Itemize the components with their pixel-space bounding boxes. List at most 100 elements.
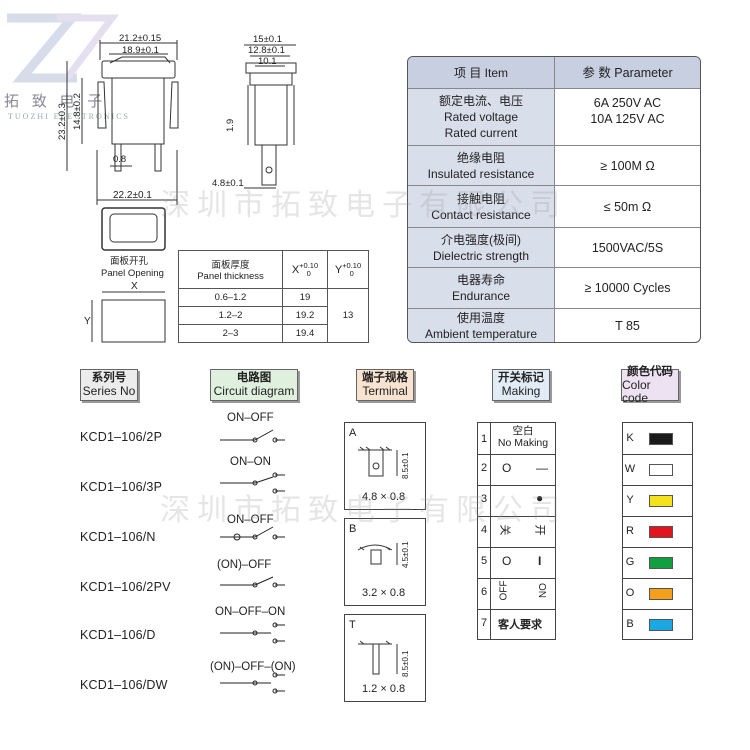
making-num: 3 [480, 493, 488, 505]
logo-mark-icon [7, 13, 119, 83]
panel-opening-en: Panel Opening [101, 268, 164, 279]
series-model: KCD1–106/3P [80, 480, 163, 494]
terminal-height: 8.5±0.1 [401, 452, 410, 479]
dim-text: 12.8±0.1 [248, 45, 285, 56]
circuit-label: (ON)–OFF [217, 559, 271, 571]
dim-text: 0.8 [113, 154, 126, 165]
color-swatch [649, 433, 673, 445]
param-item: 介电强度(极间)Dielectric strength [408, 228, 555, 267]
terminal-box-t [344, 614, 426, 702]
terminal-box-b [344, 518, 426, 606]
making-symbol: ON [536, 583, 547, 598]
dim-text: 23.2±0.3 [57, 103, 68, 140]
making-symbol: 客人要求 [498, 619, 542, 631]
making-num: 4 [480, 524, 488, 536]
color-code-table: K W Y R G O B [622, 422, 693, 640]
color-letter: G [625, 556, 635, 568]
making-symbol: 开 [533, 524, 546, 536]
thickness-cell: 0.6–1.2 [178, 288, 283, 307]
making-symbol: — [536, 461, 548, 475]
color-letter: R [626, 525, 634, 537]
color-swatch [649, 557, 673, 569]
dim-text: 15±0.1 [253, 34, 282, 45]
color-swatch [649, 495, 673, 507]
color-swatch [649, 526, 673, 538]
terminal-id: B [349, 523, 356, 535]
making-symbol: O [502, 554, 512, 568]
dim-text: 10.1 [258, 56, 277, 67]
series-model: KCD1–106/DW [80, 678, 168, 692]
circuit-label: ON–OFF [227, 514, 274, 526]
panel-opening-cn: 面板开孔 [110, 255, 149, 267]
param-value: T 85 [615, 318, 640, 333]
color-letter: B [626, 618, 634, 630]
making-num: 2 [480, 462, 488, 474]
making-symbol: OFF [498, 580, 510, 601]
making-symbol: O [502, 461, 512, 475]
making-num: 5 [480, 555, 488, 567]
dimension-drawing: 21.2±0.15 18.9±0.1 14.8±0.2 23.2±0.3 0.8… [57, 33, 297, 343]
y-label: Y [84, 316, 91, 327]
terminal-size: 4.8 × 0.8 [362, 491, 405, 503]
making-num: 7 [480, 617, 488, 629]
dim-text: 22.2±0.1 [113, 190, 152, 201]
color-swatch [649, 619, 673, 631]
color-swatch [649, 464, 673, 476]
series-model: KCD1–106/N [80, 530, 156, 544]
making-num: 6 [480, 586, 488, 598]
color-letter: Y [626, 494, 634, 506]
param-value: ≥ 100M Ω [600, 158, 655, 173]
terminal-id: T [349, 619, 356, 631]
making-symbol: ● [536, 491, 544, 505]
terminal-box-a [344, 422, 426, 510]
y-cell: 13 [327, 288, 369, 343]
x-cell: 19.4 [282, 324, 328, 343]
thickness-cell: 1.2–2 [178, 306, 283, 325]
circuit-label: ON–OFF–ON [215, 606, 285, 618]
terminal-size: 1.2 × 0.8 [362, 683, 405, 695]
dim-text: 1.9 [225, 119, 236, 132]
param-value: ≤ 50m Ω [603, 199, 652, 214]
dim-text: 4.8±0.1 [212, 178, 244, 189]
x-cell: 19 [282, 288, 328, 307]
making-symbol: I [538, 554, 542, 568]
series-model: KCD1–106/2P [80, 430, 163, 444]
dim-text: 14.8±0.2 [72, 93, 83, 130]
circuit-label: ON–ON [230, 456, 271, 468]
making-symbol: 关 [498, 524, 511, 536]
company-logo: 拓 致 电 子 TUOZHI ELECTRONICS [2, 8, 142, 123]
series-model: KCD1–106/2PV [80, 580, 171, 594]
param-value: 1500VAC/5S [591, 240, 664, 255]
color-letter: K [626, 432, 634, 444]
making-num: 1 [480, 433, 488, 445]
item-header: 项 目 Item [408, 57, 555, 88]
logo-en-text: TUOZHI ELECTRONICS [8, 112, 130, 121]
color-letter: W [624, 463, 636, 475]
terminal-height: 8.5±0.1 [401, 650, 410, 677]
series-model: KCD1–106/D [80, 628, 156, 642]
terminal-drawings: A 8.5±0.1 4.8 × 0.8 B 4.5±0.1 3.2 × 0.8 … [349, 427, 410, 695]
terminal-id: A [349, 427, 357, 439]
thickness-cell: 2–3 [178, 324, 283, 343]
terminal-height: 4.5±0.1 [401, 541, 410, 568]
color-swatch [649, 588, 673, 600]
circuit-label: ON–OFF [227, 412, 274, 424]
color-letter: O [625, 587, 635, 599]
dim-text: 21.2±0.15 [119, 33, 161, 44]
